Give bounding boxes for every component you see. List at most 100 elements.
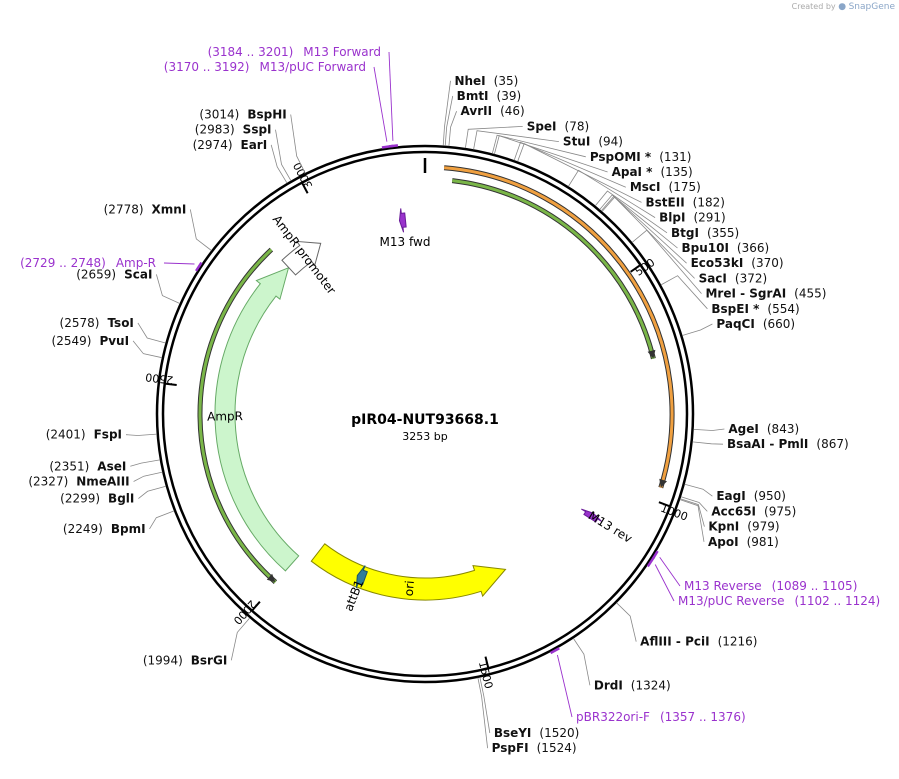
site-name: ScaI (124, 267, 152, 281)
leader-avrii (448, 111, 457, 147)
site-position: (2778) (104, 202, 144, 216)
primer-name: M13 Reverse (684, 579, 762, 593)
snapgene-credit: Created by ● SnapGene (792, 2, 895, 12)
primer-label-amp-r: (2729 .. 2748)Amp-R (20, 256, 156, 270)
primer-leader-m13-puc-forward (373, 66, 388, 142)
site-name: BtgI (671, 226, 699, 240)
backbone (155, 144, 695, 684)
primer-name: pBR322ori-F (576, 710, 650, 724)
site-name: ApaI * (612, 165, 654, 179)
primer-label-m13-reverse: M13 Reverse (1089 .. 1105) (684, 579, 857, 593)
site-label-pspomi: PspOMI *(131) (590, 150, 692, 164)
primer-leader-m13-puc-reverse (654, 564, 675, 602)
feature-m13-fwd (398, 208, 407, 233)
site-label-spei: SpeI (78) (527, 119, 589, 133)
site-label-bgli: (2299)BglI (60, 492, 134, 506)
site-position: (46) (500, 104, 525, 118)
tick-mark (630, 264, 642, 273)
site-name: BsrGI (191, 653, 228, 667)
site-label-saci: SacI(372) (699, 271, 768, 285)
site-label-drdi: DrdI(1324) (594, 678, 671, 692)
leader-afliii-pcii (616, 602, 637, 642)
site-position: (981) (747, 535, 779, 549)
site-name: BstEII (646, 195, 685, 209)
primer-name: M13 Forward (303, 45, 381, 59)
site-name: MscI (630, 180, 661, 194)
primer-label-pbr322ori-f: pBR322ori-F (1357 .. 1376) (576, 710, 746, 724)
site-position: (175) (669, 180, 701, 194)
leader-bpu10i (599, 194, 678, 249)
leader-bsaai-pmli (692, 441, 724, 445)
primer-bar-pbr322ori-f (549, 647, 560, 655)
site-position: (3014) (199, 108, 239, 122)
site-position: (1216) (718, 635, 758, 649)
site-leaders (125, 80, 725, 749)
site-position: (979) (747, 520, 779, 534)
primer-label-m13-puc-forward: (3170 .. 3192)M13/pUC Forward (164, 60, 366, 74)
credit-brand: SnapGene (848, 2, 895, 12)
site-position: (370) (751, 256, 783, 270)
leader-stui (473, 130, 559, 150)
leader-drdi (573, 638, 591, 686)
site-position: (2549) (52, 334, 92, 348)
leader-apoi (679, 499, 705, 542)
site-position: (2327) (28, 474, 68, 488)
plasmid-length: 3253 bp (402, 430, 447, 443)
site-label-avrii: AvrII(46) (461, 104, 525, 118)
site-name: FspI (94, 428, 122, 442)
site-name: PaqCI (716, 317, 754, 331)
feature-label-m13-fwd: M13 fwd (380, 235, 431, 249)
site-name: XmnI (152, 202, 187, 216)
site-name: EagI (716, 489, 745, 503)
plasmid-name: pIR04-NUT93668.1 (351, 412, 499, 428)
orf-arrow-head (266, 573, 276, 583)
site-label-nhei: NheI(35) (454, 74, 518, 88)
site-position: (1520) (539, 726, 579, 740)
leader-asei (130, 459, 160, 467)
site-label-bmti: BmtI(39) (457, 89, 522, 103)
site-position: (660) (763, 317, 795, 331)
primer-range: (3170 .. 3192) (164, 60, 250, 74)
site-name: StuI (563, 135, 590, 149)
site-name: SpeI (527, 119, 557, 133)
site-name: BlpI (659, 211, 685, 225)
site-label-btgi: BtgI(355) (671, 226, 739, 240)
leader-eari (270, 144, 288, 184)
primer-range: (3184 .. 3201) (208, 45, 294, 59)
primer-leader-m13-forward (388, 51, 394, 141)
site-name: BmtI (457, 89, 489, 103)
backbone-outer-circle (155, 144, 695, 684)
site-position: (78) (565, 119, 590, 133)
site-label-bsphi: (3014) BspHI (199, 108, 286, 122)
feature-label-m13-rev: M13 rev (586, 508, 635, 545)
site-position: (2974) (193, 138, 233, 152)
site-name: BseYI (494, 726, 532, 740)
primer-leader-pbr322ori-f (556, 654, 573, 718)
site-label-bspei: BspEI *(554) (711, 302, 799, 316)
site-label-nmeaiii: (2327)NmeAIII (28, 474, 129, 488)
site-position: (35) (494, 74, 519, 88)
primer-range: (1357 .. 1376) (660, 710, 746, 724)
site-label-bseyi: BseYI (1520) (494, 726, 579, 740)
site-label-mrei-sgrai: MreI - SgrAI(455) (705, 287, 826, 301)
site-label-sspi: (2983)SspI (195, 123, 272, 137)
leader-saci (601, 196, 695, 279)
site-label-bpmi: (2249)BpmI (63, 522, 146, 536)
site-label-xmni: (2778) XmnI (104, 202, 187, 216)
primer-range: (1089 .. 1105) (772, 579, 858, 593)
site-label-acc65i: Acc65I(975) (711, 504, 796, 518)
site-name: BglI (108, 492, 134, 506)
feature-label-attb1: attB1 (341, 578, 366, 613)
site-label-apai: ApaI *(135) (612, 165, 693, 179)
site-name: BspEI * (711, 302, 760, 316)
primer-leader-m13-reverse (659, 557, 681, 587)
site-label-paqci: PaqCI (660) (716, 317, 795, 331)
leader-agei (693, 428, 725, 431)
primer-label-m13-forward: (3184 .. 3201) M13 Forward (208, 45, 381, 59)
site-name: SspI (243, 123, 272, 137)
site-position: (366) (737, 241, 769, 255)
snapgene-logo-icon: ● (838, 2, 847, 12)
tick-mark (658, 501, 671, 508)
site-name: BspHI (247, 108, 286, 122)
tick-mark (251, 601, 261, 612)
